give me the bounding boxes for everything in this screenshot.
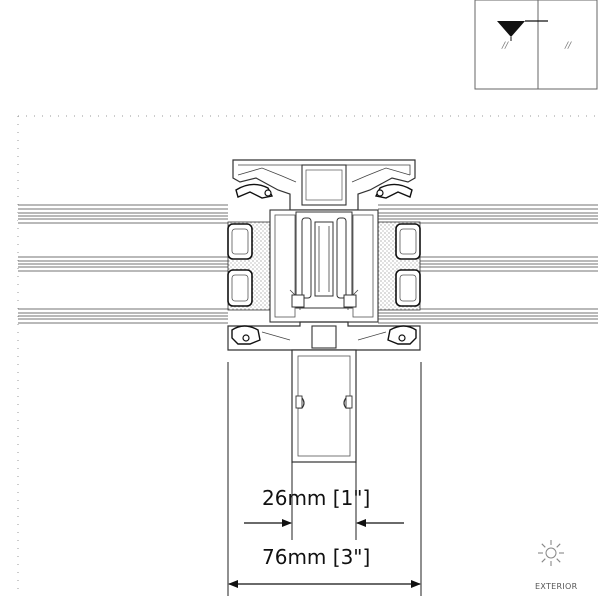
inner-dimension-label: 26mm [1"] [262,486,370,510]
sun-icon [538,540,564,566]
key-right-mark: // [564,41,572,51]
key-left-mark: // [501,41,509,51]
exterior-label: EXTERIOR [535,582,578,591]
glass-left [18,204,228,324]
dimension-annotations: 26mm [1"] 76mm [3"] [227,362,422,596]
key-symbol-box: // // [474,0,598,90]
spacer-left [227,221,271,311]
spacer-right [377,221,421,311]
dotted-boundary [17,115,598,596]
mullion-profile [227,159,421,463]
outer-dimension-label: 76mm [3"] [262,545,370,569]
level-triangle-icon [497,21,525,37]
